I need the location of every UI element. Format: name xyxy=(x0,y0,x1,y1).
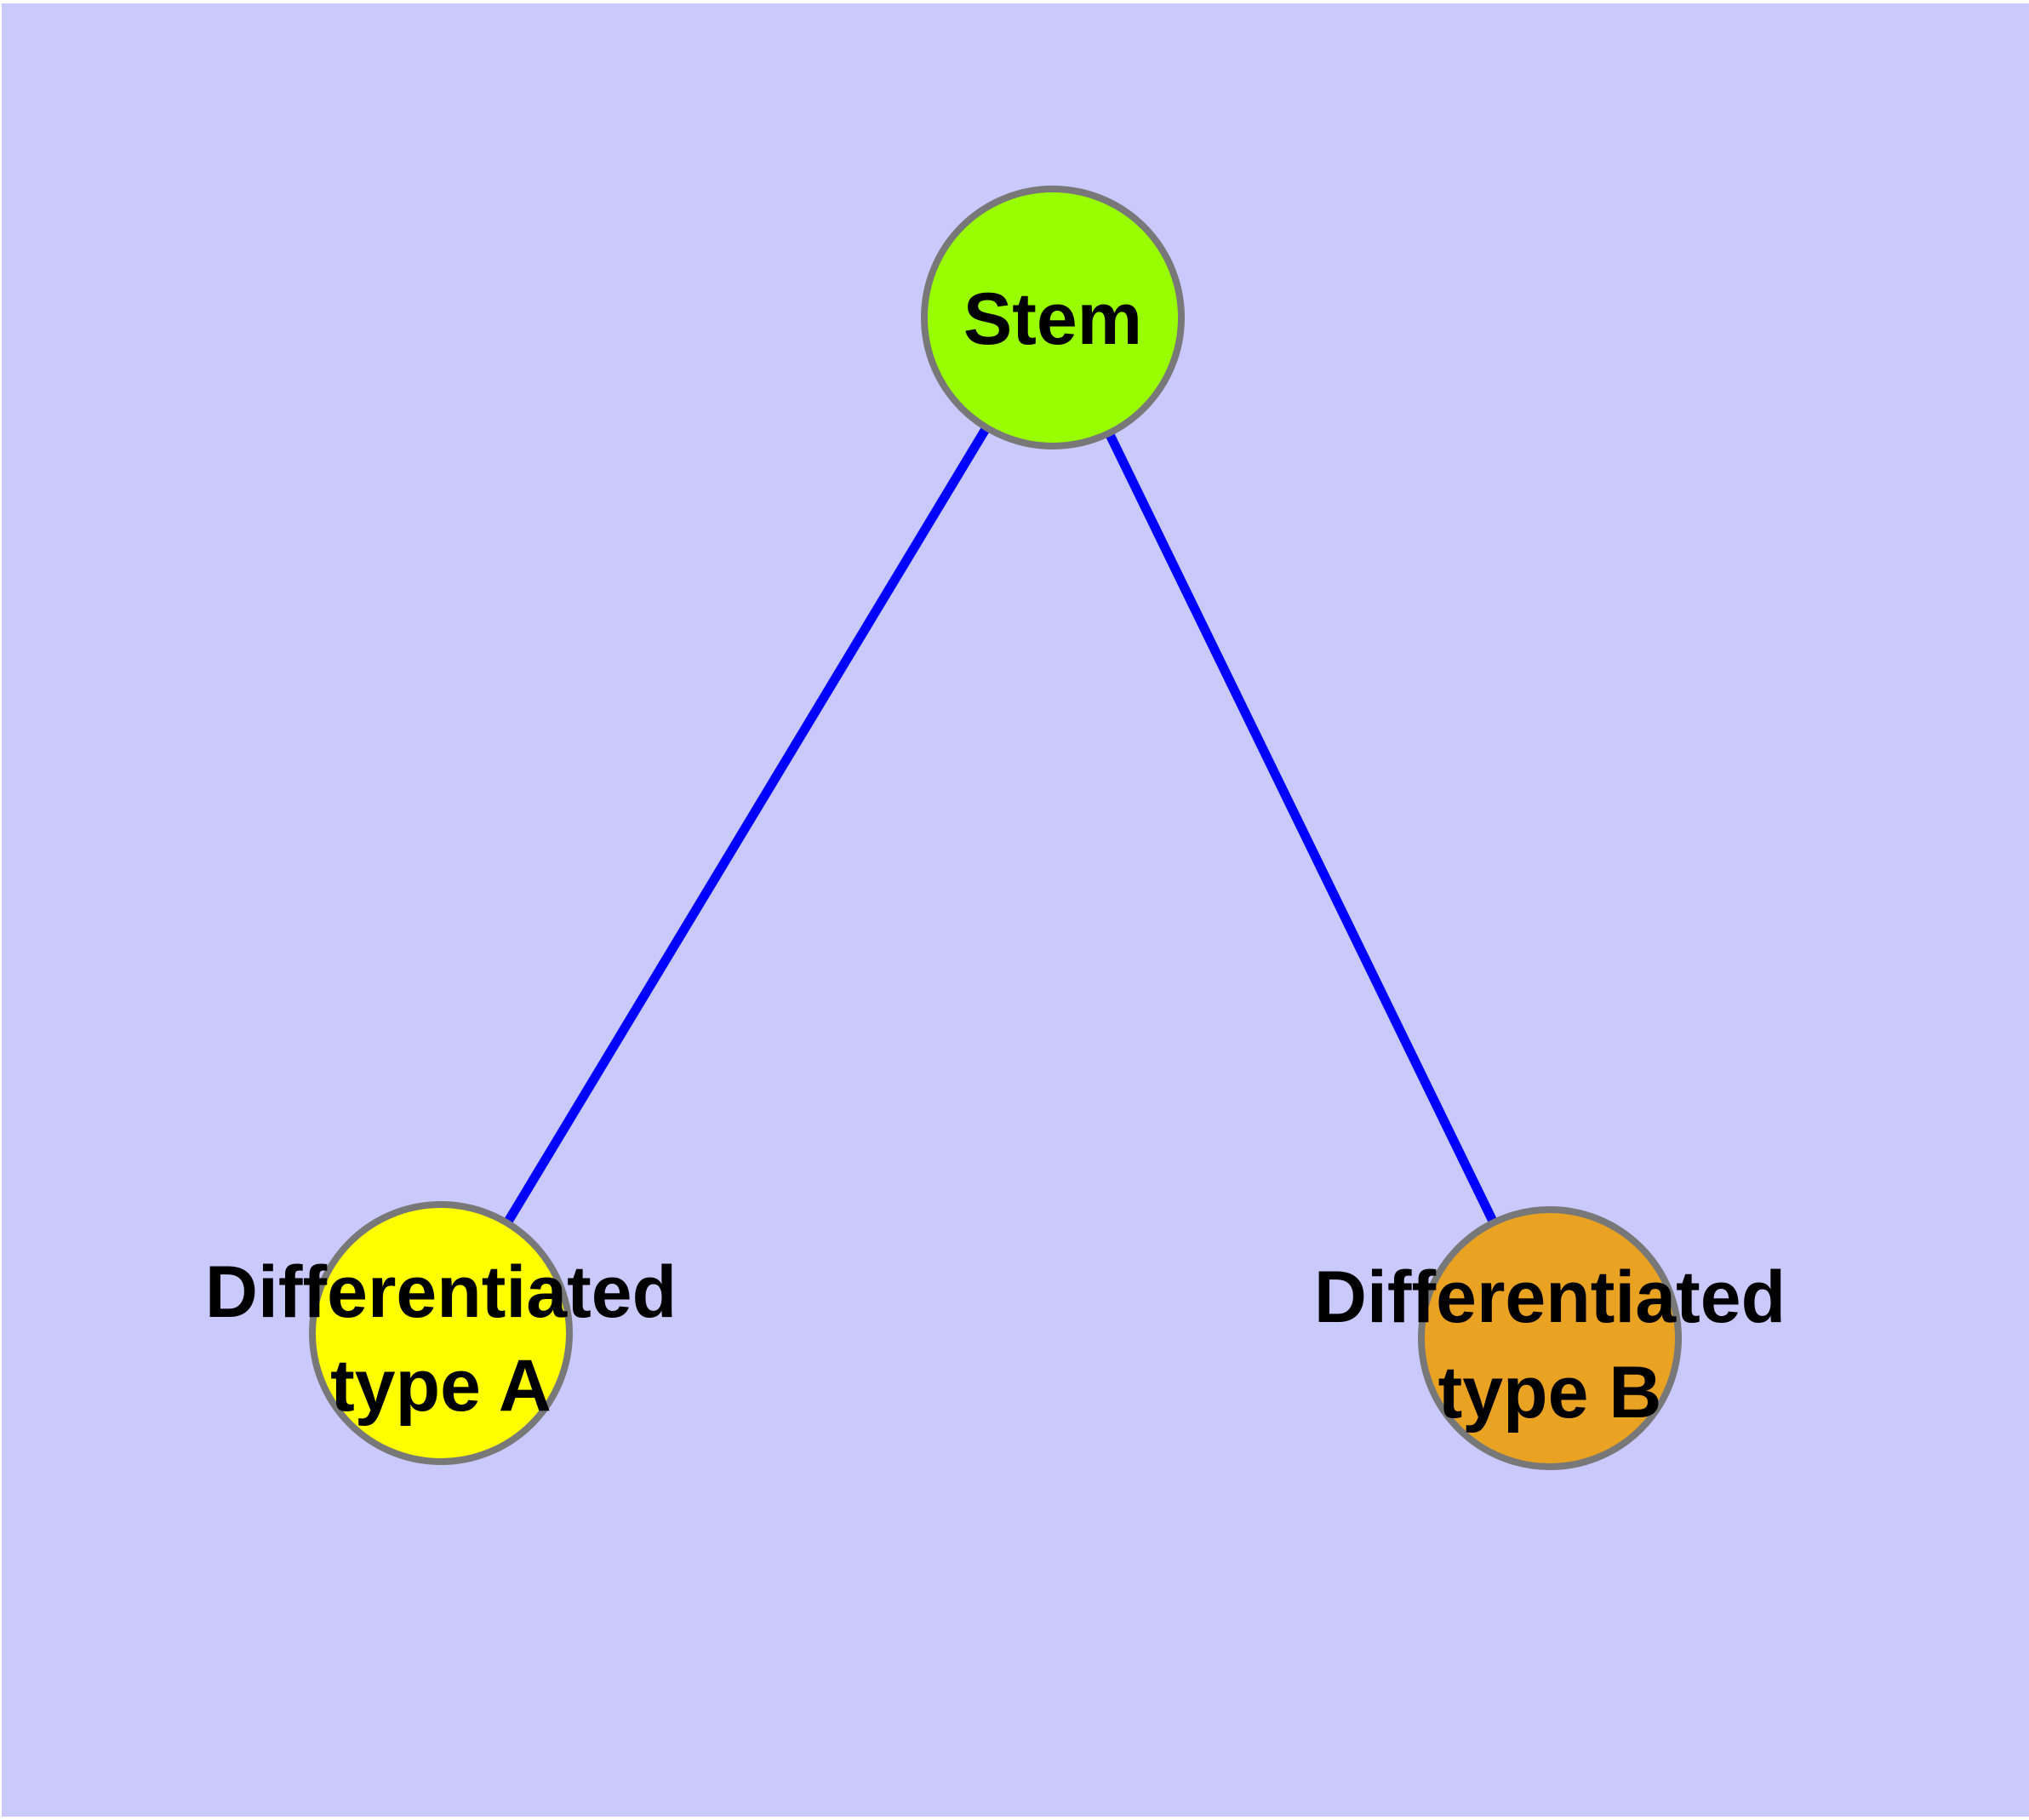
node-stem-label: Stem xyxy=(963,278,1142,360)
edge-stem-to-type-b xyxy=(1049,315,1554,1341)
edge-stem-to-type-a xyxy=(437,315,1057,1336)
node-type-a-label-line2: type A xyxy=(330,1345,552,1427)
node-type-b-label-line1: Differentiated xyxy=(1314,1256,1786,1338)
node-differentiated-type-a xyxy=(309,1201,573,1465)
node-stem xyxy=(921,186,1185,449)
node-type-a-label-line1: Differentiated xyxy=(205,1251,677,1333)
node-differentiated-type-b xyxy=(1418,1206,1682,1470)
node-type-b-label-line2: type B xyxy=(1438,1352,1662,1434)
